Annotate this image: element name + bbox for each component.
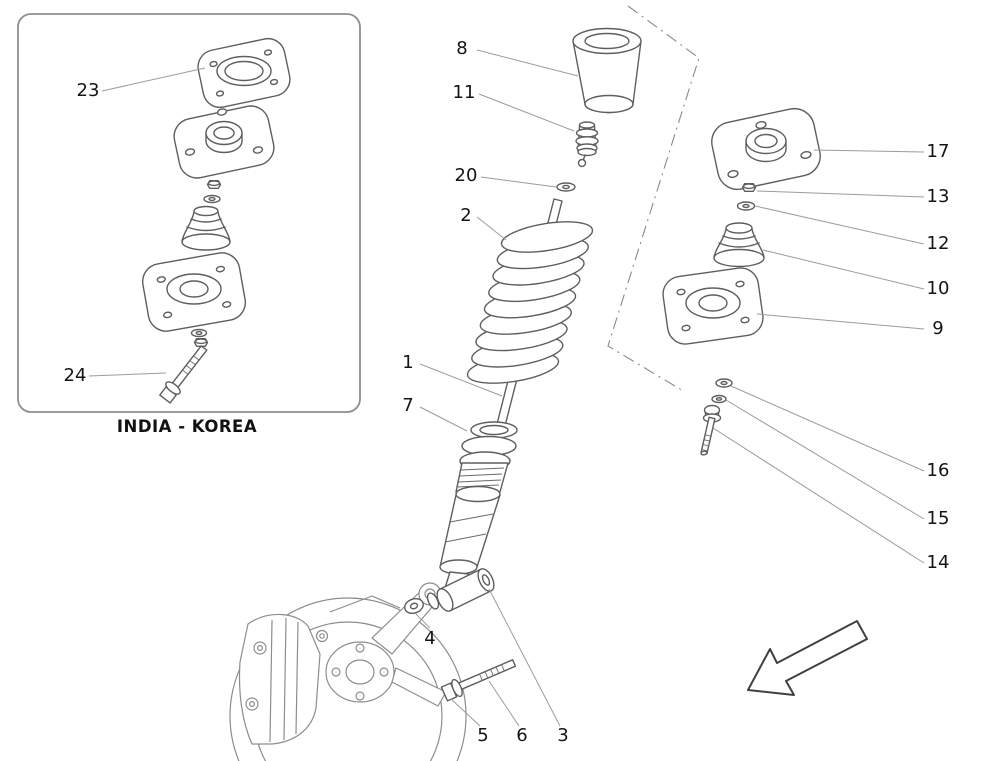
- part-spring-seat: [455, 421, 518, 493]
- callout-label-11: 11: [453, 82, 476, 103]
- part-inset-buffer: [181, 205, 231, 251]
- callout-label-14: 14: [927, 552, 950, 573]
- callout-15: 15: [725, 399, 950, 529]
- callout-5: 5: [450, 698, 489, 746]
- callouts: 8 11 20 2 1 7 4 5: [64, 38, 950, 746]
- callout-label-10: 10: [927, 278, 950, 299]
- inset-box: INDIA - KOREA: [17, 13, 361, 436]
- callout-12: 12: [754, 205, 950, 254]
- callout-label-16: 16: [927, 460, 950, 481]
- callout-label-15: 15: [927, 508, 950, 529]
- callout-label-3: 3: [557, 725, 568, 746]
- callout-8: 8: [456, 38, 579, 77]
- part-upper-mount-plate: [711, 107, 821, 191]
- callout-label-4: 4: [424, 628, 435, 649]
- part-lower-eye: [404, 568, 495, 615]
- part-washer-15: [711, 394, 727, 404]
- callout-3: 3: [488, 588, 569, 746]
- callout-1: 1: [402, 352, 503, 397]
- callout-17: 17: [813, 141, 950, 162]
- callout-2: 2: [460, 205, 507, 241]
- part-bolt-14: [700, 404, 722, 456]
- part-washer-16: [715, 378, 733, 388]
- part-nut: [741, 183, 757, 192]
- callout-7: 7: [402, 395, 468, 432]
- callout-13: 13: [756, 186, 950, 207]
- center-axis-line: [607, 5, 700, 393]
- callout-label-8: 8: [456, 38, 467, 59]
- callout-14: 14: [712, 427, 950, 573]
- callout-20: 20: [455, 165, 557, 188]
- callout-label-17: 17: [927, 141, 950, 162]
- callout-label-7: 7: [402, 395, 413, 416]
- callout-label-6: 6: [516, 725, 527, 746]
- part-dust-cover: [572, 27, 642, 114]
- part-inset-upper-mount: [173, 105, 275, 179]
- part-inset-bolt-24: [159, 345, 208, 404]
- part-coil-spring: [466, 221, 594, 384]
- callout-4: 4: [414, 612, 436, 649]
- callout-9: 9: [756, 313, 944, 339]
- upper-mount-stack: [662, 107, 821, 456]
- callout-11: 11: [453, 82, 575, 132]
- callout-label-24: 24: [64, 365, 87, 386]
- callout-23: 23: [77, 67, 206, 101]
- callout-24: 24: [64, 365, 167, 386]
- callout-10: 10: [762, 249, 950, 299]
- part-bump-stop: [575, 121, 599, 168]
- knuckle-brake-assembly: [229, 582, 467, 761]
- main-shock-assembly: [404, 27, 642, 702]
- callout-label-5: 5: [477, 725, 488, 746]
- inset-label: INDIA - KOREA: [117, 417, 257, 436]
- part-rubber-buffer: [713, 222, 765, 268]
- callout-label-2: 2: [460, 205, 471, 226]
- part-lower-mount-plate: [662, 267, 764, 345]
- callout-label-23: 23: [77, 80, 100, 101]
- part-inset-lower-mount: [141, 252, 247, 332]
- part-rod-washer: [556, 182, 576, 192]
- part-inset-flange-23: [197, 37, 291, 109]
- inset-frame: [17, 13, 361, 413]
- part-inset-nut-washer: [203, 180, 222, 204]
- part-inset-washer-nut: [190, 328, 209, 347]
- callout-label-9: 9: [932, 318, 943, 339]
- callout-label-12: 12: [927, 233, 950, 254]
- callout-label-1: 1: [402, 352, 413, 373]
- part-washer-12: [736, 201, 756, 211]
- callout-6: 6: [488, 680, 528, 746]
- callout-label-13: 13: [927, 186, 950, 207]
- callout-16: 16: [730, 385, 950, 481]
- direction-arrow-icon: [747, 620, 868, 696]
- part-shock-body: [439, 485, 501, 575]
- part-lower-bolt: [440, 659, 517, 702]
- callout-label-20: 20: [455, 165, 478, 186]
